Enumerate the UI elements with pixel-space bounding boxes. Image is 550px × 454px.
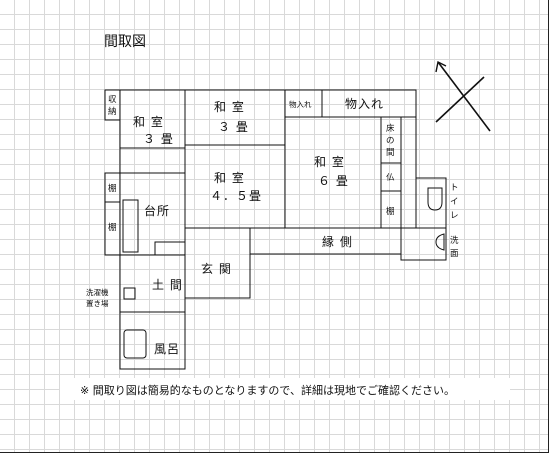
label-bath: 風呂 [154, 342, 180, 356]
label-toilet-2: イ [450, 197, 459, 207]
label-washroom-2: 面 [450, 249, 459, 259]
label-laundry-2: 置き場 [86, 298, 109, 308]
label-tana-right: 棚 [386, 206, 395, 217]
label-washroom-1: 洗 [450, 235, 459, 246]
label-genkan: 玄 関 [201, 261, 232, 276]
label-washitsu-6-2: ６ 畳 [318, 174, 349, 188]
label-doma: 土 間 [152, 278, 183, 292]
room-washroom [400, 227, 447, 261]
kitchen-counter [122, 199, 139, 253]
room-bath [119, 311, 186, 370]
toilet-bowl-icon [427, 187, 443, 211]
label-laundry-1: 洗濯機 [86, 287, 109, 297]
label-washitsu-3-top-1: 和 室 [214, 99, 245, 114]
label-tokonoma-1: 床 [386, 123, 395, 134]
label-washitsu-45-1: 和 室 [214, 170, 245, 185]
passage [119, 147, 186, 174]
washing-machine-icon [123, 287, 136, 300]
label-kitchen: 台所 [144, 203, 170, 218]
label-shuno-1: 収 [108, 94, 117, 105]
label-toilet-1: ト [450, 183, 459, 193]
label-storage-large: 物入れ [345, 97, 384, 111]
label-tana-left-top: 棚 [108, 183, 117, 194]
washbasin-icon [435, 233, 445, 251]
label-shuno-2: 納 [108, 106, 117, 117]
label-tokonoma-2: の [386, 136, 395, 146]
compass-icon [435, 60, 491, 132]
label-tokonoma-3: 間 [386, 148, 395, 158]
label-washitsu-45-2: ４．５畳 [210, 189, 262, 203]
label-washitsu-6-1: 和 室 [314, 154, 345, 169]
disclaimer-note: ※ 間取り図は簡易的なものとなりますので、詳細は現地でご確認ください。 [80, 383, 455, 397]
label-engawa: 縁 側 [322, 234, 353, 249]
plan-title: 間取図 [104, 34, 146, 50]
label-washitsu-3-left-2: ３ 畳 [143, 132, 174, 146]
label-washitsu-3-top-2: ３ 畳 [218, 120, 249, 134]
label-storage-small: 物入れ [289, 99, 312, 109]
room-tana-left-bottom [104, 201, 121, 256]
kitchen-step [154, 241, 186, 256]
room-washitsu-3-top [184, 89, 286, 146]
room-washitsu-6 [284, 116, 382, 229]
walls [104, 89, 447, 370]
note-backdrop [60, 378, 510, 400]
room-washitsu-45 [184, 144, 286, 229]
label-tana-left-bottom: 棚 [108, 222, 117, 233]
label-butsuma: 仏 [386, 173, 395, 183]
label-toilet-3: レ [450, 211, 459, 221]
label-washitsu-3-left-1: 和 室 [133, 114, 164, 129]
bathtub-icon [123, 329, 147, 359]
